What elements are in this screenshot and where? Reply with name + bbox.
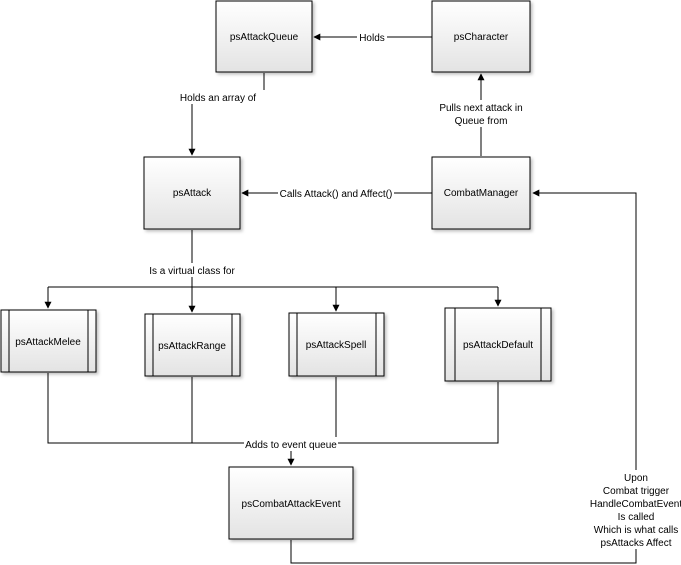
edge-label-upon-3: HandleCombatEvent: [590, 499, 681, 510]
node-label-ps-attack-range: psAttackRange: [158, 341, 226, 352]
edge-label-upon-5: Which is what calls: [594, 525, 678, 536]
node-label-ps-attack-melee: psAttackMelee: [15, 337, 81, 348]
node-label-combat-manager: CombatManager: [444, 188, 519, 199]
node-label-ps-attack: psAttack: [173, 188, 212, 199]
node-label-ps-combat-attack-event: psCombatAttackEvent: [242, 499, 341, 510]
node-label-ps-attack-spell: psAttackSpell: [306, 340, 367, 351]
edge-label-upon-6: psAttacks Affect: [601, 538, 672, 549]
edge-label-pulls-2: Queue from: [455, 116, 508, 127]
edge-label-upon-2: Combat trigger: [603, 486, 670, 497]
edge-label-upon-4: Is called: [618, 512, 655, 523]
edge-label-virtual: Is a virtual class for: [149, 266, 235, 277]
edge-label-calls: Calls Attack() and Affect(): [280, 189, 393, 200]
node-combat-manager: CombatManager: [431, 156, 531, 230]
node-ps-attack-queue: psAttackQueue: [215, 0, 313, 73]
node-ps-attack-range: psAttackRange: [144, 313, 241, 377]
node-label-ps-character: psCharacter: [454, 32, 509, 43]
node-ps-attack-spell: psAttackSpell: [288, 312, 385, 377]
edge-label-holds-array: Holds an array of: [180, 93, 256, 104]
node-ps-attack-default: psAttackDefault: [444, 307, 552, 382]
edge-holds-array: [188, 73, 265, 156]
node-ps-combat-attack-event: psCombatAttackEvent: [228, 466, 354, 540]
edge-upon: [290, 189, 637, 564]
node-label-ps-attack-queue: psAttackQueue: [230, 32, 299, 43]
edge-label-holds: Holds: [359, 33, 385, 44]
edge-label-adds: Adds to event queue: [245, 440, 337, 451]
node-ps-character: psCharacter: [431, 0, 531, 73]
edge-adds-bus: [47, 373, 499, 444]
node-label-ps-attack-default: psAttackDefault: [463, 340, 533, 351]
edge-label-pulls-1: Pulls next attack in: [439, 103, 522, 114]
node-ps-attack: psAttack: [143, 156, 241, 230]
edge-label-upon-1: Upon: [624, 473, 648, 484]
node-ps-attack-melee: psAttackMelee: [0, 309, 97, 373]
